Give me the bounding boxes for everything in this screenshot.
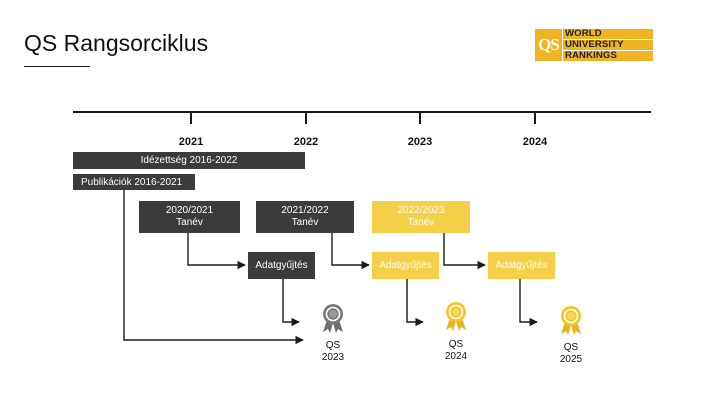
connector-dc1-to-qs2023 <box>282 279 300 327</box>
year-label-2023: 2023 <box>407 136 433 148</box>
citations-bar-label: Idézettség 2016-2022 <box>140 155 238 166</box>
data-collection-label: Adatgyűjtés <box>255 259 308 271</box>
data-collection-box-2: Adatgyűjtés <box>372 252 439 279</box>
tick-2024 <box>534 112 536 124</box>
tick-2022 <box>305 112 307 124</box>
ranking-name: QS <box>563 342 579 353</box>
academic-year-box-2020-2021: 2020/2021 Tanév <box>139 201 240 233</box>
academic-year-label: Tanév <box>176 217 203 228</box>
data-collection-box-3: Adatgyűjtés <box>488 252 555 279</box>
data-collection-label: Adatgyűjtés <box>495 259 548 271</box>
tick-2021 <box>190 112 192 124</box>
academic-year-box-2021-2022: 2021/2022 Tanév <box>256 201 354 233</box>
publications-bar-label: Publikációk 2016-2021 <box>81 176 183 188</box>
connector-publications-to-qs2023 <box>123 190 304 345</box>
ranking-name: QS <box>325 340 341 351</box>
ranking-year: 2024 <box>444 351 468 362</box>
academic-year-label: Tanév <box>407 217 435 228</box>
year-label-2024: 2024 <box>522 136 548 148</box>
year-label-2022: 2022 <box>293 136 319 148</box>
publications-bar: Publikációk 2016-2021 <box>73 174 195 190</box>
connector-dc2-to-qs2024 <box>406 279 424 327</box>
title-underline <box>24 66 90 67</box>
academic-year-value: 2020/2021 <box>165 205 214 216</box>
connector-dc3-to-qs2025 <box>519 279 538 327</box>
ranking-label-qs-2025: QS 2025 <box>551 342 591 366</box>
tick-2023 <box>419 112 421 124</box>
ranking-label-qs-2023: QS 2023 <box>313 340 353 364</box>
connector-ay2-to-dc2 <box>331 233 370 270</box>
page-title: QS Rangsorciklus <box>24 30 209 56</box>
connector-ay1-to-dc1 <box>187 233 246 270</box>
logo-line-2: UNIVERSITY <box>563 40 653 50</box>
qs-logo: QS WORLD UNIVERSITY RANKINGS <box>535 29 653 61</box>
citations-bar: Idézettség 2016-2022 <box>73 152 305 169</box>
logo-line-1: WORLD <box>563 29 653 39</box>
data-collection-label: Adatgyűjtés <box>379 259 432 271</box>
ranking-name: QS <box>448 339 464 350</box>
academic-year-label: Tanév <box>291 217 319 228</box>
ranking-year: 2025 <box>559 354 583 365</box>
timeline-axis <box>73 111 651 113</box>
year-label-2021: 2021 <box>178 136 204 148</box>
connector-ay3-to-dc3 <box>443 233 486 270</box>
ranking-year: 2023 <box>321 352 345 363</box>
qs-logo-mark: QS <box>535 29 562 61</box>
medal-gray-icon <box>323 304 343 333</box>
academic-year-box-2022-2023: 2022/2023 Tanév <box>372 201 470 233</box>
medal-gold-icon <box>446 302 466 331</box>
logo-line-3: RANKINGS <box>563 51 653 61</box>
academic-year-value: 2021/2022 <box>281 205 329 216</box>
medal-gold-icon <box>561 306 581 335</box>
academic-year-value: 2022/2023 <box>397 205 445 216</box>
ranking-label-qs-2024: QS 2024 <box>436 339 476 363</box>
data-collection-box-1: Adatgyűjtés <box>248 252 315 279</box>
